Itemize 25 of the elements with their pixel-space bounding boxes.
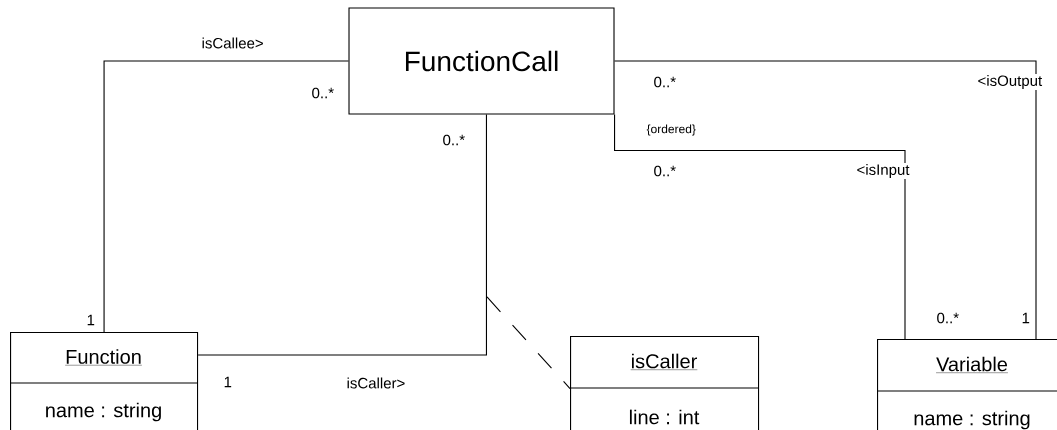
dashed-line	[486, 296, 571, 390]
multiplicity-label: 1	[224, 376, 232, 388]
association-line	[614, 60, 1037, 340]
class-name: Variable	[935, 356, 1009, 373]
class-name: isCaller	[630, 353, 698, 370]
association-line	[197, 114, 487, 356]
multiplicity-label: 0..*	[937, 312, 959, 324]
multiplicity-label: 0..*	[654, 76, 676, 88]
edge-label: <isInput	[855, 163, 911, 179]
multiplicity-label: 1	[1022, 312, 1030, 324]
attribute-text: line : int	[629, 409, 700, 425]
class-box: FunctionCall	[348, 7, 615, 115]
attribute-text: name : string	[46, 402, 161, 422]
multiplicity-label: 0..*	[443, 134, 465, 146]
attribute-text: name : string	[914, 410, 1030, 430]
constraint-label: {ordered}	[646, 124, 696, 136]
edge-label: <isOutput	[976, 74, 1044, 90]
edge-label: isCaller>	[345, 376, 407, 390]
edge-label: isCallee>	[200, 36, 265, 50]
multiplicity-label: 1	[87, 314, 95, 326]
association-line	[103, 60, 349, 333]
association-line	[614, 114, 906, 340]
multiplicity-label: 0..*	[312, 87, 334, 99]
multiplicity-label: 0..*	[654, 165, 676, 177]
class-name: Function	[64, 349, 143, 366]
